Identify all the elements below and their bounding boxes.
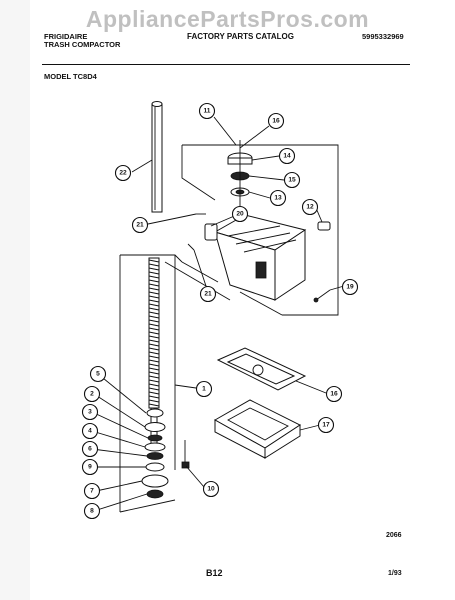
svg-text:22: 22 [119,170,127,177]
part-tray [213,399,302,459]
callout-22: 22 [114,164,132,182]
svg-text:9: 9 [88,464,92,471]
part-screw-21b [187,243,195,251]
callout-7: 7 [83,482,101,500]
svg-text:5: 5 [96,371,100,378]
svg-text:7: 7 [90,488,94,495]
callout-13: 13 [269,189,287,207]
svg-text:21: 21 [204,291,212,298]
part-mounting-plate [216,347,307,391]
callout-9: 9 [81,458,99,476]
revision-date: 1/93 [388,570,402,577]
svg-text:4: 4 [88,428,92,435]
catalog-title: FACTORY PARTS CATALOG [187,32,294,41]
product-label: TRASH COMPACTOR [44,40,121,49]
svg-text:15: 15 [288,177,296,184]
svg-text:16: 16 [330,391,338,398]
page-number: B12 [206,568,223,578]
callout-18: 16 [325,385,343,403]
svg-text:16: 16 [272,118,280,125]
svg-text:17: 17 [322,422,330,429]
callout-16: 16 [267,112,285,130]
svg-text:12: 12 [306,204,314,211]
callout-11: 11 [198,102,216,120]
callout-1: 1 [195,380,213,398]
part-gear-stack [141,408,169,499]
callout-20: 20 [231,205,249,223]
svg-text:14: 14 [283,153,291,160]
part-guide-rod [151,101,163,213]
callout-19: 19 [341,278,359,296]
callout-6: 6 [81,440,99,458]
svg-text:6: 6 [88,446,92,453]
callout-21-lower: 21 [199,285,217,303]
svg-text:21: 21 [136,222,144,229]
svg-text:19: 19 [346,284,354,291]
callout-2: 2 [83,385,101,403]
svg-text:10: 10 [207,486,215,493]
callout-17: 17 [317,416,335,434]
callout-5: 5 [89,365,107,383]
watermark: AppliancePartsPros.com [85,6,370,32]
callout-4: 4 [81,422,99,440]
svg-text:3: 3 [88,409,92,416]
svg-text:20: 20 [236,211,244,218]
callout-21-upper: 21 [131,216,149,234]
catalog-number: 5995332969 [362,32,404,41]
svg-text:8: 8 [90,508,94,515]
callout-14: 14 [278,147,296,165]
callout-12: 12 [301,198,319,216]
part-top-stack [227,140,253,215]
callout-15: 15 [283,171,301,189]
brand-label: FRIGIDAIRE [44,32,88,41]
svg-text:1: 1 [202,386,206,393]
svg-text:2: 2 [90,391,94,398]
part-screw-19 [313,289,331,303]
svg-text:11: 11 [204,108,211,115]
svg-text:13: 13 [274,195,282,202]
part-lower-frame [119,254,231,513]
leader-lines [91,116,345,512]
header-rule [42,64,410,65]
drawing-number: 2066 [386,532,402,539]
part-bracket-frame [181,144,339,316]
callout-10: 10 [202,480,220,498]
callout-8: 8 [83,502,101,520]
part-bolt [181,440,190,469]
model-label: MODEL TC8D4 [44,72,97,81]
part-motor-housing [204,214,307,301]
part-fitting [317,221,331,231]
callout-3: 3 [81,403,99,421]
